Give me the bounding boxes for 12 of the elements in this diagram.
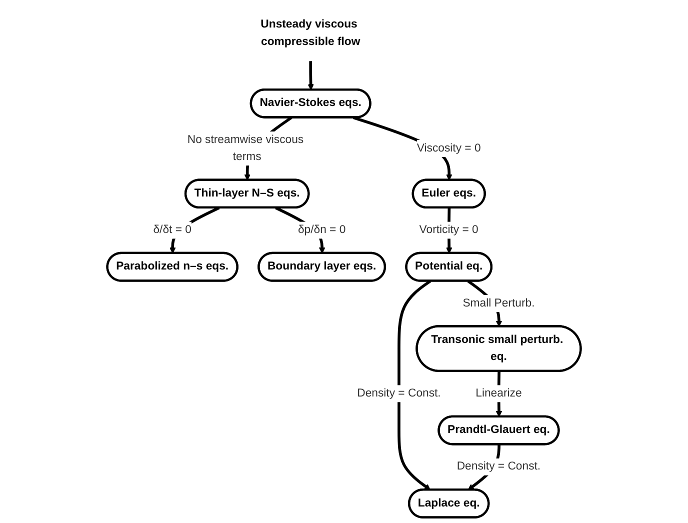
node-text: Unsteady viscous compressible flow xyxy=(260,18,360,48)
edge-label: δp/δn = 0 xyxy=(298,224,346,236)
edge-label: Small Perturb. xyxy=(462,297,535,310)
edge-label: No streamwise viscous terms xyxy=(187,134,304,163)
edge-label: Vorticity = 0 xyxy=(419,224,478,236)
arrow xyxy=(398,280,432,490)
edge-label: Linearize xyxy=(476,387,522,400)
edge-label: Viscosity = 0 xyxy=(416,142,481,154)
edge-label: Density = Const. xyxy=(357,387,441,400)
edge-label: δ/δt = 0 xyxy=(153,224,192,236)
arrow xyxy=(308,61,314,90)
edge-label: Density = Const. xyxy=(456,460,541,473)
